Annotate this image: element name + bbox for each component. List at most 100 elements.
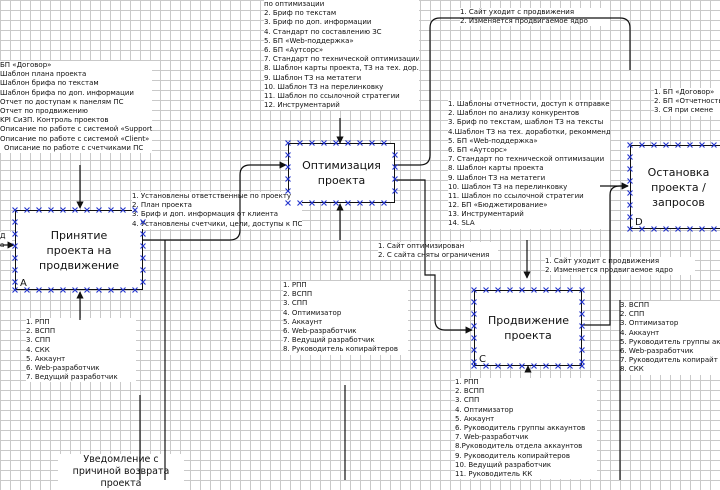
b-resources-list: 1. РПП 2. ВСПП 3. СПП 4. Оптимизатор 5. …: [283, 281, 408, 355]
list-item: 1. Шаблоны отчетности, доступ к отправке: [448, 100, 610, 109]
list-item: 8.Руководитель отдела аккаунтов: [455, 442, 597, 451]
list-item: 9. Шаблон ТЗ на метатеги: [264, 74, 419, 83]
process-box-a[interactable]: Принятие проекта на продвижение A: [15, 210, 143, 290]
left-controls-list: БП «Договор» Шаблон плана проекта Шаблон…: [0, 61, 152, 153]
list-item: 7. Руководитель копирайт: [620, 356, 720, 365]
list-item: 6. Web-разработчик: [620, 347, 720, 356]
list-item: 7. Web-разработчик: [455, 433, 597, 442]
list-item: 2. БП «Отчетность»: [654, 97, 720, 106]
list-item: 2. Изменяется продвигаемое ядро: [460, 17, 610, 26]
left-stub-top: Д: [0, 232, 12, 241]
process-box-b[interactable]: Оптимизация проекта B: [288, 143, 395, 203]
list-item: 1. Установлены ответственные по проекту: [132, 192, 302, 201]
list-item: 5. Руководитель группы ак: [620, 338, 720, 347]
bottom-output-caption: Уведомление с причиной возврата проекта: [58, 454, 184, 490]
a-to-b-output-list: 1. Установлены ответственные по проекту …: [132, 192, 302, 229]
d-controls-list: 1. БП «Договор» 2. БП «Отчетность» 3. СЯ…: [654, 88, 720, 116]
list-item: 9. Руководитель копирайтеров: [455, 452, 597, 461]
list-item: 2. ВСПП: [26, 327, 136, 336]
list-item: 1. Сайт оптимизирован: [378, 242, 498, 251]
list-item: 4. Установлены счетчики, цели, доступы к…: [132, 220, 302, 229]
process-d-tag: D: [635, 217, 643, 228]
list-item: 8. Шаблон карты проекта, ТЗ на тех. дор.: [264, 64, 419, 73]
list-item: 10. Шаблон ТЗ на перелинковку: [264, 83, 419, 92]
list-item: 10. Шаблон ТЗ на перелинковку: [448, 183, 610, 192]
list-item: 3. СПП: [283, 299, 408, 308]
list-item: Отчет по продвижению: [0, 107, 152, 116]
list-item: 13. Инструментарий: [448, 210, 610, 219]
list-item: 2. ВСПП: [455, 387, 597, 396]
process-c-tag: C: [479, 354, 486, 365]
list-item: 7. Стандарт по технической оптимизации: [264, 55, 419, 64]
list-item: Шаблон брифа по доп. информации: [0, 89, 152, 98]
process-box-c[interactable]: Продвижение проекта C: [474, 290, 582, 366]
b-top-output-list: 1. Сайт уходит с продвижения 2. Изменяет…: [460, 8, 610, 26]
list-item: БП «Договор»: [0, 61, 152, 70]
process-d-label: Остановка проекта / запросов: [644, 165, 714, 210]
list-item: 6. Web-разработчик: [283, 327, 408, 336]
list-item: 1. РПП: [26, 318, 136, 327]
list-item: 6. БП «Аутсорс»: [448, 146, 610, 155]
list-item: 3. СЯ при смене: [654, 106, 720, 115]
b-to-c-output-list: 1. Сайт оптимизирован 2. С сайта сняты о…: [378, 242, 498, 260]
list-item: 5. БП «Web-поддержка»: [264, 37, 419, 46]
list-item: по оптимизации: [264, 0, 419, 9]
list-item: 2. Изменяется продвигаемое ядро: [545, 266, 695, 275]
list-item: 3. Бриф по доп. информации: [264, 18, 419, 27]
list-item: 1. БП «Договор»: [654, 88, 720, 97]
list-item: 3. Бриф и доп. информация от клиента: [132, 210, 302, 219]
list-item: 8. Руководитель копирайтеров: [283, 345, 408, 354]
list-item: 3. ВСПП: [620, 301, 720, 310]
list-item: 6. БП «Аутсорс»: [264, 46, 419, 55]
list-item: 1. РПП: [455, 378, 597, 387]
list-item: 1. РПП: [283, 281, 408, 290]
list-item: 11. Шаблон по ссылочной стратегии: [264, 92, 419, 101]
process-c-label: Продвижение проекта: [488, 313, 568, 343]
process-a-label: Принятие проекта на продвижение: [34, 228, 124, 273]
a-resources-list: 1. РПП 2. ВСПП 3. СПП 4. СКК 5. Аккаунт …: [26, 318, 136, 382]
list-item: 12. БП «Бюджетирование»: [448, 201, 610, 210]
list-item: 6. Web-разработчик: [26, 364, 136, 373]
list-item: 5. Аккаунт: [283, 318, 408, 327]
list-item: 2. ВСПП: [283, 290, 408, 299]
list-item: 3. Оптимизатор: [620, 319, 720, 328]
list-item: Описание по работе с счетчиками ПС: [0, 144, 152, 153]
list-item: 4. СКК: [26, 346, 136, 355]
c-controls-list: 1. Шаблоны отчетности, доступ к отправке…: [448, 100, 610, 229]
list-item: 3. СПП: [26, 336, 136, 345]
list-item: 12. Инструментарий: [264, 101, 419, 110]
list-item: 8. СКК: [620, 365, 720, 374]
process-box-d[interactable]: Остановка проекта / запросов D: [630, 145, 720, 229]
list-item: 4. Оптимизатор: [283, 309, 408, 318]
list-item: 9. Шаблон ТЗ на метатеги: [448, 174, 610, 183]
list-item: 3. Бриф по текстам, шаблон ТЗ на тексты: [448, 118, 610, 127]
c-to-d-output-list: 1. Сайт уходит с продвижения 2. Изменяет…: [545, 257, 695, 275]
list-item: 4. Оптимизатор: [455, 406, 597, 415]
list-item: KPI СиЗП. Контроль проектов: [0, 116, 152, 125]
list-item: 2. План проекта: [132, 201, 302, 210]
list-item: 6. Руководитель группы аккаунтов: [455, 424, 597, 433]
left-stub-bottom: а: [0, 241, 12, 250]
list-item: 7. Ведущий разработчик: [283, 336, 408, 345]
list-item: 2. Бриф по текстам: [264, 9, 419, 18]
b-controls-list: по оптимизации 2. Бриф по текстам 3. Бри…: [264, 0, 419, 110]
list-item: Описание по работе с системой «Support»: [0, 125, 152, 134]
list-item: 2. СПП: [620, 310, 720, 319]
c-resources-list: 1. РПП 2. ВСПП 3. СПП 4. Оптимизатор 5. …: [455, 378, 597, 479]
list-item: 1. Сайт уходит с продвижения: [460, 8, 610, 17]
d-resources-list: 3. ВСПП 2. СПП 3. Оптимизатор 4. Аккаунт…: [620, 301, 720, 375]
list-item: 5. Аккаунт: [455, 415, 597, 424]
process-a-tag: A: [20, 278, 27, 289]
list-item: 2. Шаблон по анализу конкурентов: [448, 109, 610, 118]
list-item: 4. Аккаунт: [620, 329, 720, 338]
list-item: 4.Шаблон ТЗ на тех. доработки, рекомменд…: [448, 128, 610, 137]
left-input-stub: Д а: [0, 232, 12, 250]
list-item: 4. Стандарт по составлению ЗС: [264, 28, 419, 37]
list-item: 14. SLA: [448, 219, 610, 228]
process-b-label: Оптимизация проекта: [302, 158, 382, 188]
list-item: 7. Стандарт по технической оптимизации: [448, 155, 610, 164]
list-item: 2. С сайта сняты ограничения: [378, 251, 498, 260]
list-item: 5. БП «Web-поддержка»: [448, 137, 610, 146]
list-item: 10. Ведущий разработчик: [455, 461, 597, 470]
list-item: Шаблон брифа по текстам: [0, 79, 152, 88]
